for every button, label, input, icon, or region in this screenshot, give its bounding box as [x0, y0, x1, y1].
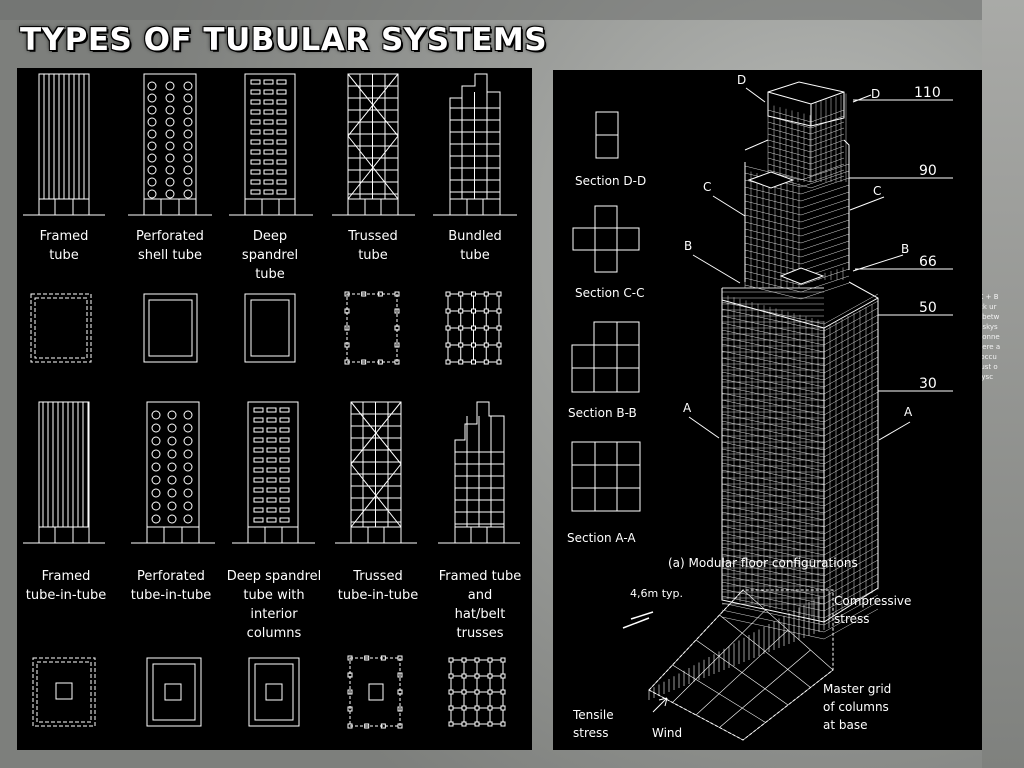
- section-a-a-drawing: [571, 441, 641, 512]
- label-tensile-1: Tensile: [572, 708, 614, 722]
- row2-plans: [32, 655, 506, 729]
- label-hbt-2: and: [468, 588, 492, 603]
- cut-letters: D D C C B B A A: [683, 73, 913, 419]
- level-labels: 110 90 66 50 30: [914, 85, 941, 392]
- label-compressive-1: Compressive: [834, 594, 911, 608]
- label-ftt-1: Framed: [42, 569, 91, 584]
- level-90: 90: [919, 163, 937, 179]
- label-ftt-2: tube-in-tube: [26, 588, 106, 603]
- ptt-plan: [146, 657, 202, 727]
- background-right-image: [982, 0, 1024, 768]
- framed-tube-elevation: [23, 73, 105, 216]
- cut-letter-a-left: A: [683, 401, 692, 415]
- label-ptt-1: Perforated: [137, 569, 205, 584]
- label-dsi-3: interior: [250, 607, 298, 622]
- perforated-plan: [143, 293, 198, 363]
- slide-title: TYPES OF TUBULAR SYSTEMS: [20, 22, 548, 58]
- floor-grid-labels: 4,6m typ. Compressive stress Master grid…: [572, 587, 911, 740]
- perforated-tube-in-tube-elevation: [131, 401, 215, 544]
- trussed-plan: [344, 291, 400, 365]
- label-hbt-4: trusses: [457, 626, 504, 641]
- cut-letter-b-left: B: [684, 239, 692, 253]
- ftt-plan: [32, 657, 96, 727]
- cut-lines: [688, 87, 911, 441]
- label-section-a-a: Section A-A: [567, 531, 636, 545]
- label-ptt-2: tube-in-tube: [131, 588, 211, 603]
- background-strip: [0, 0, 1024, 20]
- label-deep-2: spandrel: [242, 248, 298, 263]
- label-deep-3: tube: [255, 267, 285, 282]
- label-section-c-c: Section C-C: [575, 286, 645, 300]
- cut-letter-b-right: B: [901, 242, 909, 256]
- label-deep-1: Deep: [253, 229, 287, 244]
- bundled-tube-diagram: Section D-D Section C-C Section B-B Sect…: [553, 70, 982, 750]
- label-wind: Wind: [652, 726, 682, 740]
- label-spacing: 4,6m typ.: [630, 587, 683, 600]
- label-ttt-2: tube-in-tube: [338, 588, 418, 603]
- row1-labels: Framed tube Perforated shell tube Deep s…: [40, 229, 502, 282]
- label-master-3: at base: [823, 718, 867, 732]
- perforated-shell-elevation: [128, 73, 212, 216]
- label-tensile-2: stress: [573, 726, 609, 740]
- ttt-plan: [347, 655, 403, 729]
- trussed-tube-elevation: [332, 73, 415, 216]
- label-perforated-1: Perforated: [136, 229, 204, 244]
- deep-spandrel-elevation: [229, 73, 313, 216]
- hat-belt-truss-elevation: [438, 401, 520, 544]
- bundled-tube-elevation: [433, 73, 517, 216]
- row2-elevations: [23, 401, 520, 544]
- label-hbt-3: hat/belt: [455, 607, 506, 622]
- isometric-tower: [721, 81, 879, 640]
- section-d-d-drawing: [595, 111, 619, 159]
- label-master-2: of columns: [823, 700, 889, 714]
- label-dsi-2: tube with: [243, 588, 304, 603]
- floor-grid-drawing: [622, 589, 834, 741]
- label-trussed-1: Trussed: [347, 229, 397, 244]
- hbt-plan: [448, 657, 506, 727]
- deep-spandrel-plan: [244, 293, 296, 363]
- dsi-plan: [248, 657, 300, 727]
- label-dsi-1: Deep spandrel: [227, 569, 322, 584]
- level-30: 30: [919, 376, 937, 392]
- label-compressive-2: stress: [834, 612, 870, 626]
- cut-letter-c-left: C: [703, 180, 711, 194]
- cut-letter-d-left: D: [737, 73, 746, 87]
- row1-elevations: [23, 73, 517, 216]
- section-c-c-drawing: [572, 205, 640, 273]
- label-perforated-2: shell tube: [138, 248, 202, 263]
- label-trussed-2: tube: [358, 248, 388, 263]
- level-110: 110: [914, 85, 941, 101]
- label-section-b-b: Section B-B: [568, 406, 637, 420]
- trussed-tube-in-tube-elevation: [335, 401, 417, 544]
- level-markers: [849, 99, 953, 392]
- bundled-plan: [445, 291, 502, 365]
- label-dsi-4: columns: [247, 626, 302, 641]
- section-b-b-drawing: [571, 321, 640, 393]
- framed-tube-plan: [30, 293, 92, 363]
- label-section-d-d: Section D-D: [575, 174, 646, 188]
- cut-letter-a-right: A: [904, 405, 913, 419]
- level-66: 66: [919, 254, 937, 270]
- label-hbt-1: Framed tube: [439, 569, 521, 584]
- tube-types-diagram: Framed tube Perforated shell tube Deep s…: [17, 68, 532, 750]
- label-ttt-1: Trussed: [352, 569, 402, 584]
- deep-spandrel-interior-elevation: [232, 401, 315, 544]
- row1-plans: [30, 291, 502, 365]
- label-bundled-2: tube: [460, 248, 490, 263]
- cut-letter-d-right: D: [871, 87, 880, 101]
- label-framed-tube-1: Framed: [40, 229, 89, 244]
- row2-labels: Framed tube-in-tube Perforated tube-in-t…: [26, 569, 521, 641]
- caption-modular-floor: (a) Modular floor configurations: [668, 556, 858, 570]
- cut-letter-c-right: C: [873, 184, 881, 198]
- label-framed-tube-2: tube: [49, 248, 79, 263]
- label-master-1: Master grid: [823, 682, 891, 696]
- label-bundled-1: Bundled: [448, 229, 502, 244]
- framed-tube-in-tube-elevation: [23, 401, 105, 544]
- level-50: 50: [919, 300, 937, 316]
